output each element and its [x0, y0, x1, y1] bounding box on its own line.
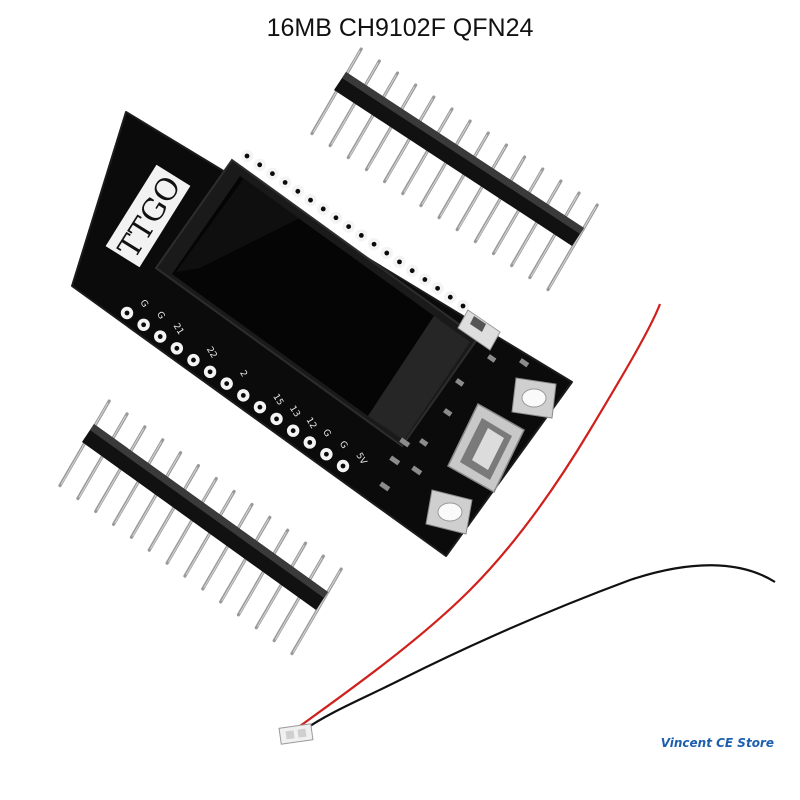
bottom-pin-label: G: [320, 428, 332, 439]
slide-switch: [457, 309, 501, 351]
button-top: [511, 377, 557, 419]
bottom-pin-label: 2: [237, 369, 249, 379]
bottom-pad-row: [120, 306, 350, 473]
store-watermark: Vincent CE Store: [660, 736, 774, 750]
button-bottom: [425, 489, 473, 535]
bottom-pin-label: G: [337, 440, 349, 451]
antenna-cable: [278, 303, 776, 745]
smd-components: [379, 354, 530, 492]
bottom-pin-label: G: [154, 310, 166, 321]
product-caption: 16MB CH9102F QFN24: [266, 14, 534, 42]
usb-c-port: [447, 402, 525, 494]
upper-header-pins: [310, 47, 599, 292]
top-pad-row: [240, 149, 470, 313]
jst-connector: [278, 723, 314, 745]
upper-header-body: [334, 72, 584, 246]
lower-pin-header: [58, 399, 343, 656]
lower-header-body: [82, 424, 328, 610]
upper-pin-header: [310, 47, 599, 292]
bottom-pin-label: G: [137, 298, 149, 309]
